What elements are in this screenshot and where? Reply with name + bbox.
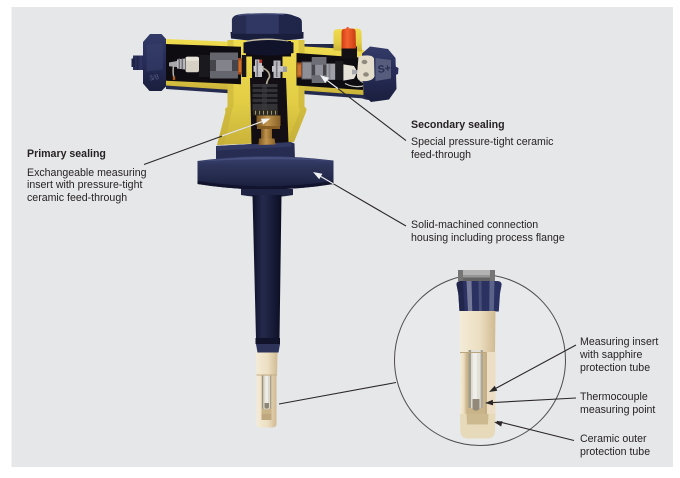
svg-text:S+: S+ xyxy=(377,62,392,76)
svg-text:3/8: 3/8 xyxy=(149,74,160,83)
